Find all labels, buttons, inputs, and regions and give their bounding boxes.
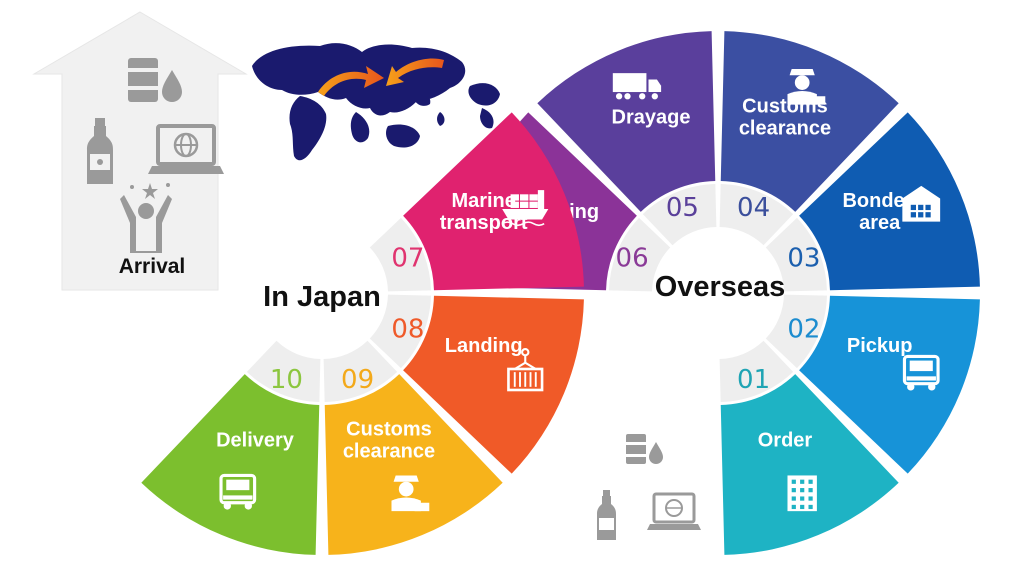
step-number-band-09 xyxy=(323,340,398,402)
customs-officer-icon xyxy=(391,475,430,512)
step-number-02: 02 xyxy=(787,315,820,345)
step-number-04: 04 xyxy=(737,193,770,223)
step-number-band-03 xyxy=(765,217,827,292)
step-number-band-08 xyxy=(369,294,431,369)
step-number-09: 09 xyxy=(341,365,374,395)
step-number-08: 08 xyxy=(391,315,424,345)
step-sector-04 xyxy=(720,31,899,212)
customs-officer-icon xyxy=(787,68,826,105)
step-number-03: 03 xyxy=(787,243,820,273)
arrival-house xyxy=(32,11,248,291)
step-number-05: 05 xyxy=(666,193,699,223)
truck-icon xyxy=(902,354,940,391)
orange-arrow-icon xyxy=(318,58,444,96)
liquor-bottle-icon xyxy=(87,118,113,184)
overseas-liquor-bottle-icon xyxy=(597,490,616,540)
truck-icon xyxy=(219,473,257,510)
overseas-laptop-globe-icon xyxy=(647,492,701,530)
step-sector-03 xyxy=(799,112,980,291)
step-sector-07 xyxy=(403,112,584,291)
warehouse-icon xyxy=(902,185,941,222)
step-label-10: Delivery xyxy=(216,430,295,452)
laptop-globe-icon xyxy=(148,124,224,174)
step-number-band-04 xyxy=(719,184,794,246)
step-number-07: 07 xyxy=(391,243,424,273)
trailer-truck-icon xyxy=(612,73,662,100)
overseas-fuel-drum-icon xyxy=(626,434,663,464)
person-celebrating-icon xyxy=(120,183,172,253)
step-number-band-02 xyxy=(765,294,827,369)
step-label-08: Landing xyxy=(445,335,523,357)
step-number-10: 10 xyxy=(270,365,303,395)
step-sector-09 xyxy=(324,374,503,555)
step-number-band-01 xyxy=(719,340,794,402)
step-number-06: 06 xyxy=(616,243,649,273)
step-label-05: Drayage xyxy=(612,106,691,128)
in-japan-label: In Japan xyxy=(263,281,381,313)
step-sector-10 xyxy=(141,374,320,555)
cargo-ship-icon xyxy=(501,190,549,227)
step-label-02: Pickup xyxy=(847,335,913,357)
fuel-drum-icon xyxy=(128,58,182,102)
step-number-01: 01 xyxy=(737,365,770,395)
step-number-band-10 xyxy=(246,340,321,402)
building-icon xyxy=(787,475,817,512)
step-sector-02 xyxy=(799,295,980,474)
step-sector-08 xyxy=(403,295,584,474)
arrival-label: Arrival xyxy=(119,255,186,278)
step-sector-05 xyxy=(537,31,716,212)
step-number-band-05 xyxy=(642,184,717,246)
crane-container-icon xyxy=(507,347,544,392)
step-number-band-06 xyxy=(609,217,671,292)
step-number-band-07 xyxy=(369,217,431,292)
overseas-label: Overseas xyxy=(655,271,786,303)
step-sector-01 xyxy=(720,374,899,555)
step-label-01: Order xyxy=(758,430,813,452)
world-map-icon xyxy=(252,43,500,161)
